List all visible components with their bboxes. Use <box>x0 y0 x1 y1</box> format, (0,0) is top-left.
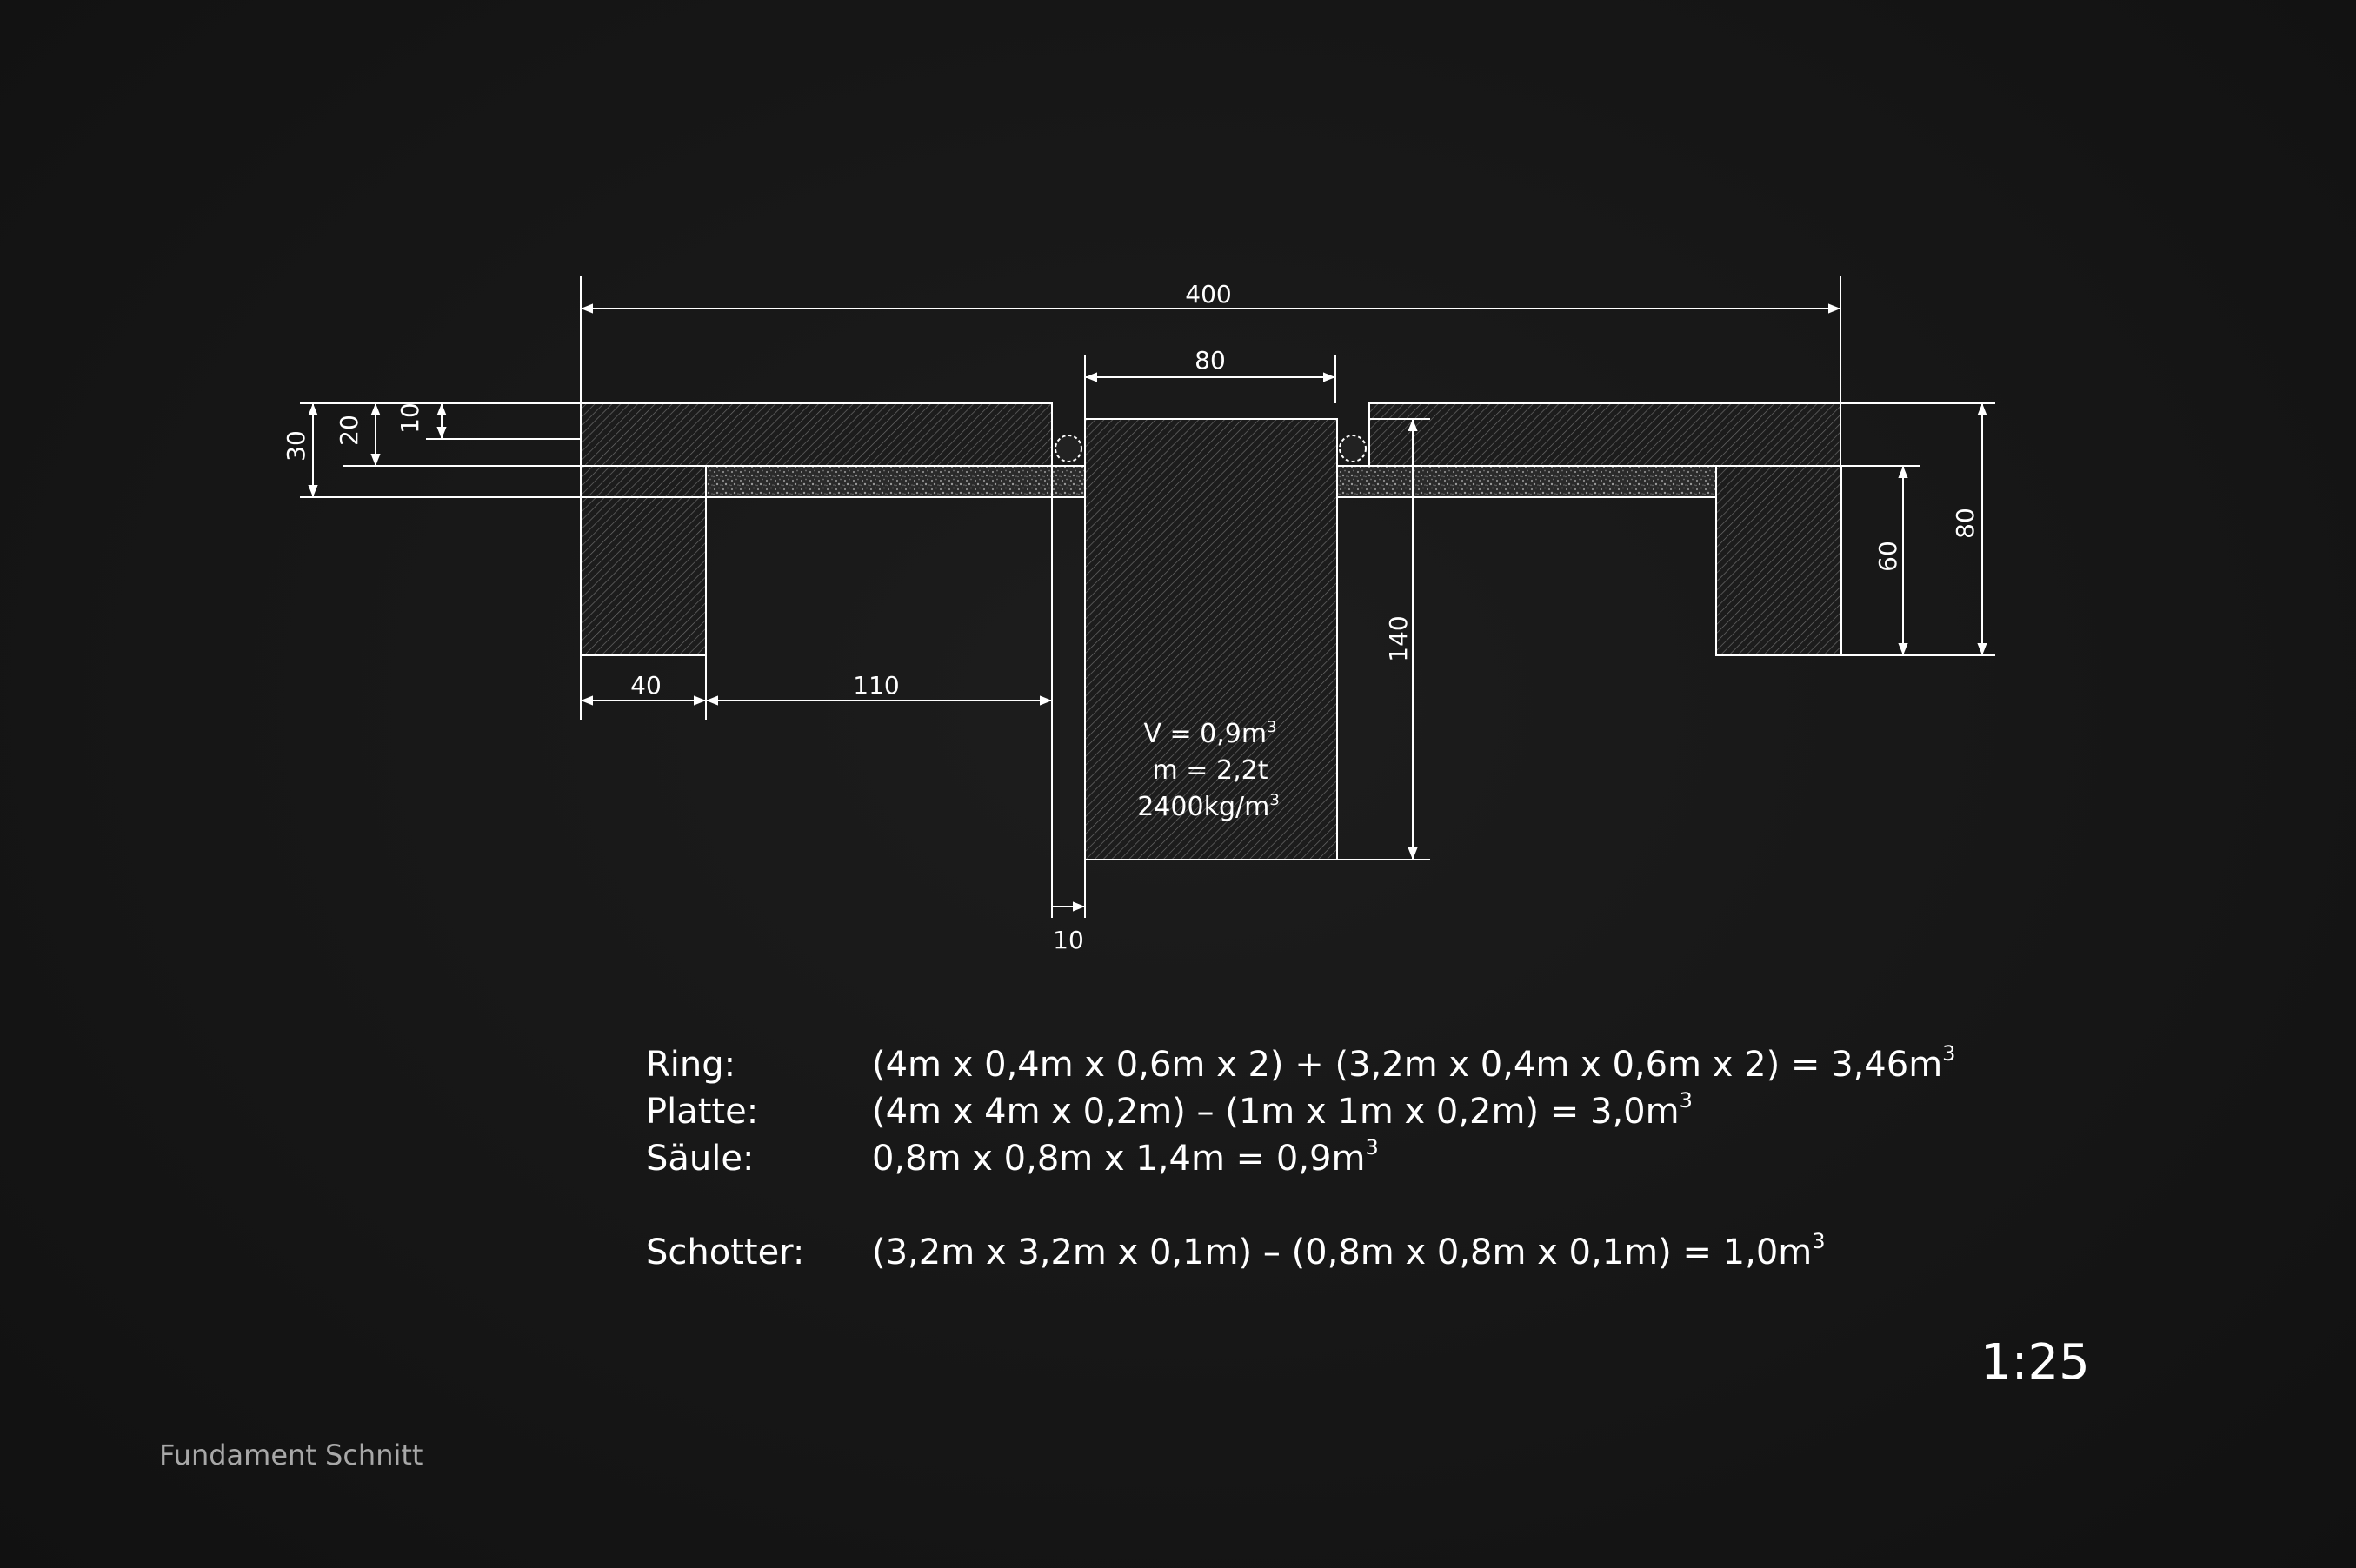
drawing-caption: Fundament Schnitt <box>159 1438 423 1472</box>
dim-ring-depth: 60 <box>1873 541 1902 572</box>
calc-formula-ring: (4m x 0,4m x 0,6m x 2) + (3,2m x 0,4m x … <box>872 1045 1943 1085</box>
column <box>1084 418 1338 860</box>
dim-total-depth: 80 <box>1951 508 1980 539</box>
calc-row-schotter: Schotter: (3,2m x 3,2m x 0,1m) – (0,8m x… <box>646 1229 1863 1276</box>
joint-filler-left <box>1055 435 1082 462</box>
dim-layer-10: 10 <box>396 402 424 434</box>
gravel-layer-right <box>1336 465 1717 498</box>
calc-label-platte: Platte: <box>646 1092 759 1132</box>
joint-filler-right <box>1339 435 1367 462</box>
calc-row-platte: Platte: (4m x 4m x 0,2m) – (1m x 1m x 0,… <box>646 1088 1863 1135</box>
dim-gap: 10 <box>1053 926 1084 954</box>
dim-column-width: 80 <box>1195 346 1226 375</box>
dim-ring-width: 40 <box>630 671 662 700</box>
dim-layer-20: 20 <box>335 415 363 446</box>
dim-plate-span: 110 <box>853 671 899 700</box>
dim-total-width: 400 <box>1185 280 1231 309</box>
calc-formula-platte: (4m x 4m x 0,2m) – (1m x 1m x 0,2m) = 3,… <box>872 1092 1680 1132</box>
calc-formula-saeule: 0,8m x 0,8m x 1,4m = 0,9m <box>872 1139 1366 1179</box>
dimension-labels: 400 80 40 110 10 140 60 80 30 20 10 <box>282 280 1980 954</box>
joint-fillers <box>1055 435 1367 462</box>
plate-left <box>580 402 1053 467</box>
svg-text:2400kg/m3: 2400kg/m3 <box>1137 791 1280 822</box>
foundation-structure <box>580 402 1842 860</box>
svg-text:V = 0,9m3: V = 0,9m3 <box>1143 718 1276 749</box>
ring-beam-right <box>1715 465 1842 656</box>
scale-label: 1:25 <box>1980 1334 2090 1391</box>
dimension-lines <box>300 276 1995 918</box>
column-density: 2400kg/m <box>1137 792 1269 822</box>
calc-label-ring: Ring: <box>646 1045 736 1085</box>
dim-layer-30: 30 <box>282 430 310 462</box>
calculation-list: Ring: (4m x 0,4m x 0,6m x 2) + (3,2m x 0… <box>646 1041 1955 1285</box>
dim-column-depth: 140 <box>1384 615 1413 661</box>
calc-label-saeule: Säule: <box>646 1139 755 1179</box>
ring-beam-left <box>580 465 707 656</box>
calc-row-ring: Ring: (4m x 0,4m x 0,6m x 2) + (3,2m x 0… <box>646 1041 1955 1088</box>
gravel-layer-left <box>705 465 1086 498</box>
column-mass: m = 2,2t <box>1153 755 1268 786</box>
calc-label-schotter: Schotter: <box>646 1232 805 1272</box>
column-note: V = 0,9m3 m = 2,2t 2400kg/m3 <box>1137 718 1280 822</box>
column-volume: V = 0,9m <box>1143 719 1267 749</box>
plate-right <box>1368 402 1841 467</box>
calc-formula-schotter: (3,2m x 3,2m x 0,1m) – (0,8m x 0,8m x 0,… <box>872 1232 1813 1272</box>
calc-row-saeule: Säule: 0,8m x 0,8m x 1,4m = 0,9m3 <box>646 1135 1863 1182</box>
